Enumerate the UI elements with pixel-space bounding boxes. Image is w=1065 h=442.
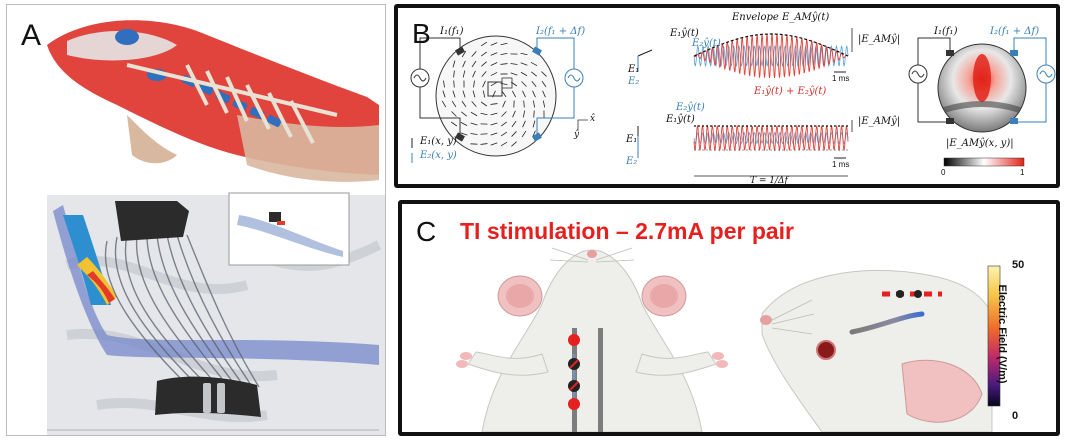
colorbar-max: 50 [1012, 259, 1025, 271]
label-scale-min: 0 [941, 168, 946, 177]
label-e1-xy: E₁(x, y) [420, 136, 457, 147]
label-e2-top: E₂ [628, 76, 640, 87]
label-x-axis: x̂ [590, 114, 596, 124]
label-e1y-top: E₁ŷ(t) [670, 28, 699, 39]
label-e2-bottom: E₂ [626, 156, 638, 167]
rat-body-cross-section [47, 20, 379, 182]
label-e1-bottom: E₁ [626, 134, 638, 145]
label-i1-right: I₁(f₁) [934, 26, 958, 37]
waveform-plots [637, 28, 853, 177]
label-period: T = 1/Δf [750, 176, 788, 186]
panel-a-letter: A [21, 19, 42, 52]
field-vector-diagram [410, 35, 588, 163]
label-e1y-bottom: E₁ŷ(t) [666, 114, 695, 125]
panel-b: B [394, 4, 1060, 188]
panel-b-letter: B [412, 18, 431, 49]
label-i2-right: I₂(f₁ + Δf) [990, 26, 1040, 37]
label-eam-top: |E_AMŷ| [858, 34, 901, 45]
panel-c: C TI stimulation – 2.7mA per pair [398, 200, 1060, 436]
panel-c-letter: C [416, 216, 437, 247]
label-i2: I₂(f₁ + Δf) [536, 26, 586, 37]
colorbar-label: Electric Field (V/m) [996, 284, 1008, 384]
ti-stimulation-title: TI stimulation – 2.7mA per pair [460, 218, 795, 244]
label-scale-top: 1 ms [832, 74, 850, 83]
colorbar-min: 0 [1012, 410, 1019, 422]
colorbar [987, 265, 1001, 407]
rat-top-view [456, 247, 728, 432]
label-e2-xy: E₂(x, y) [420, 150, 457, 161]
label-envelope: Envelope E_AMŷ(t) [732, 12, 830, 23]
field-distribution-map [908, 37, 1056, 167]
label-e1-top: E₁ [628, 64, 640, 75]
panel-a: A [6, 4, 386, 436]
ti-principle-diagram [410, 28, 1056, 177]
label-scale-max: 1 [1020, 168, 1025, 177]
rat-electrode-illustration [456, 247, 1001, 432]
label-e2y-bottom: E₂ŷ(t) [676, 102, 705, 113]
label-scale-bottom: 1 ms [832, 160, 850, 169]
label-eam-bottom: |E_AMŷ| [858, 116, 901, 127]
label-sum: E₁ŷ(t) + E₂ŷ(t) [754, 86, 827, 97]
label-e2y-top: E₂ŷ(t) [692, 38, 721, 49]
label-field: |E_AMŷ(x, y)| [946, 138, 1014, 149]
label-y-axis: ŷ [574, 130, 580, 140]
inset-overview [228, 192, 350, 266]
rat-anatomy-illustration [47, 20, 385, 435]
label-i1: I₁(f₁) [440, 26, 464, 37]
rat-side-view [760, 269, 993, 432]
